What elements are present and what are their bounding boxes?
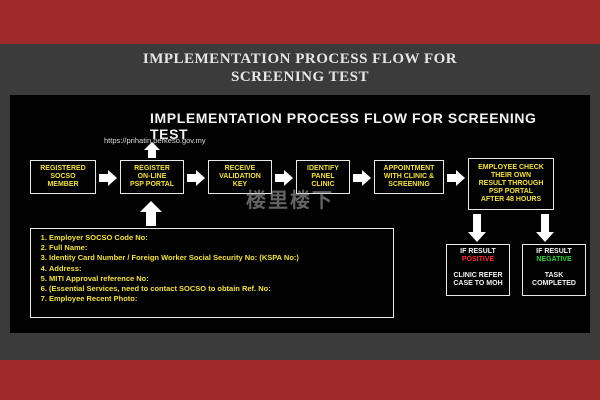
negative-status: NEGATIVE (536, 256, 572, 263)
slide-title-line-2: SCREENING TEST (230, 69, 370, 85)
step-line: VALIDATION (219, 173, 261, 180)
result-action-line: COMPLETED (532, 280, 576, 287)
result-positive-box: IF RESULT POSITIVE CLINIC REFER CASE TO … (446, 244, 510, 296)
result-label: IF RESULT (460, 248, 496, 255)
detail-item: Full Name: (49, 243, 387, 253)
step-line: RESULT THROUGH (478, 180, 544, 187)
step-line: ON-LINE (137, 173, 167, 180)
step-receive-validation-key: RECEIVE VALIDATION KEY (208, 160, 272, 194)
registration-details-box: Employer SOCSO Code No: Full Name: Ident… (30, 228, 394, 318)
flow-diagram-panel (10, 95, 590, 333)
step-registered-socso-member: REGISTERED SOCSO MEMBER (30, 160, 96, 194)
result-action-line: CLINIC REFER (453, 272, 503, 279)
step-line: RECEIVE (224, 165, 256, 172)
arrow-down-icon (468, 214, 486, 242)
watermark: 楼里楼下 (246, 190, 334, 212)
diagram-title: IMPLEMENTATION PROCESS FLOW FOR SCREENIN… (150, 110, 537, 142)
arrow-right-icon (99, 170, 117, 186)
top-red-band (0, 0, 600, 44)
detail-item: Employer SOCSO Code No: (49, 233, 387, 243)
positive-status: POSITIVE (461, 256, 495, 263)
step-line: AFTER 48 HOURS (480, 196, 542, 203)
detail-item: (Essential Services, need to contact SOC… (49, 284, 387, 294)
result-negative-box: IF RESULT NEGATIVE TASK COMPLETED (522, 244, 586, 296)
result-action-line: TASK (544, 272, 564, 279)
step-line: REGISTER (134, 165, 170, 172)
step-line: PANEL (311, 173, 335, 180)
arrow-up-from-details-icon (140, 201, 162, 226)
step-line: THEIR OWN (490, 172, 532, 179)
step-line: PSP PORTAL (129, 181, 175, 188)
step-line: CLINIC (311, 181, 335, 188)
result-action-line: CASE TO MOH (453, 280, 503, 287)
step-line: SOCSO (50, 173, 76, 180)
detail-item: Employee Recent Photo: (49, 294, 387, 304)
arrow-right-icon (353, 170, 371, 186)
detail-item: Address: (49, 264, 387, 274)
step-line: SCREENING (388, 181, 430, 188)
arrow-right-icon (447, 170, 465, 186)
arrow-down-icon (536, 214, 554, 242)
step-appointment-screening: APPOINTMENT WITH CLINIC & SCREENING (374, 160, 444, 194)
arrow-up-to-url-icon (144, 142, 160, 158)
step-line: PSP PORTAL (488, 188, 534, 195)
step-line: WITH CLINIC & (383, 173, 435, 180)
slide-title: IMPLEMENTATION PROCESS FLOW FOR SCREENIN… (0, 50, 600, 86)
step-line: APPOINTMENT (383, 165, 435, 172)
bottom-red-band (0, 360, 600, 400)
step-line: REGISTERED (40, 165, 86, 172)
detail-item: MITI Approval reference No: (49, 274, 387, 284)
result-label: IF RESULT (536, 248, 572, 255)
portal-url: https://prihatin.perkeso.gov.my (104, 136, 206, 145)
step-line: IDENTIFY (307, 165, 339, 172)
arrow-right-icon (187, 170, 205, 186)
step-line: MEMBER (47, 181, 79, 188)
step-employee-check-result: EMPLOYEE CHECK THEIR OWN RESULT THROUGH … (468, 158, 554, 210)
step-line: KEY (232, 181, 248, 188)
step-line: EMPLOYEE CHECK (478, 164, 544, 171)
step-identify-panel-clinic: IDENTIFY PANEL CLINIC (296, 160, 350, 194)
detail-item: Identity Card Number / Foreign Worker So… (49, 253, 387, 263)
arrow-right-icon (275, 170, 293, 186)
step-register-psp-portal: REGISTER ON-LINE PSP PORTAL (120, 160, 184, 194)
slide-title-line-1: IMPLEMENTATION PROCESS FLOW FOR (142, 51, 458, 67)
